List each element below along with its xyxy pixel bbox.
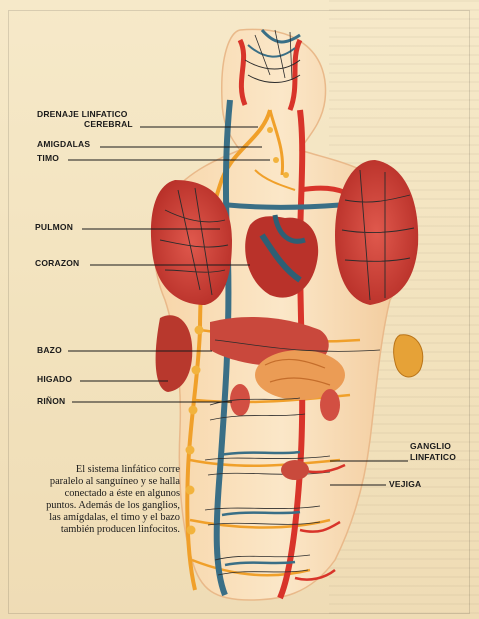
- label-higado: HIGADO: [37, 374, 72, 384]
- label-drenaje-linfatico: DRENAJE LINFATICO: [37, 109, 128, 119]
- bladder: [281, 460, 309, 480]
- label-amigdalas: AMIGDALAS: [37, 139, 90, 149]
- label-linfatico: LINFATICO: [410, 452, 456, 462]
- label-cerebral: CEREBRAL: [84, 119, 133, 129]
- label-bazo: BAZO: [37, 345, 62, 355]
- caption-text: El sistema linfático corre paralelo al s…: [40, 464, 180, 537]
- spleen: [394, 335, 423, 377]
- label-timo: TIMO: [37, 153, 59, 163]
- body-silhouette: [154, 29, 410, 600]
- label-pulmon: PULMON: [35, 222, 73, 232]
- label-vejiga: VEJIGA: [389, 479, 421, 489]
- label-ganglio: GANGLIO: [410, 441, 451, 451]
- label-corazon: CORAZON: [35, 258, 79, 268]
- label-rinon: RIÑON: [37, 396, 65, 406]
- kidney-right: [320, 389, 340, 421]
